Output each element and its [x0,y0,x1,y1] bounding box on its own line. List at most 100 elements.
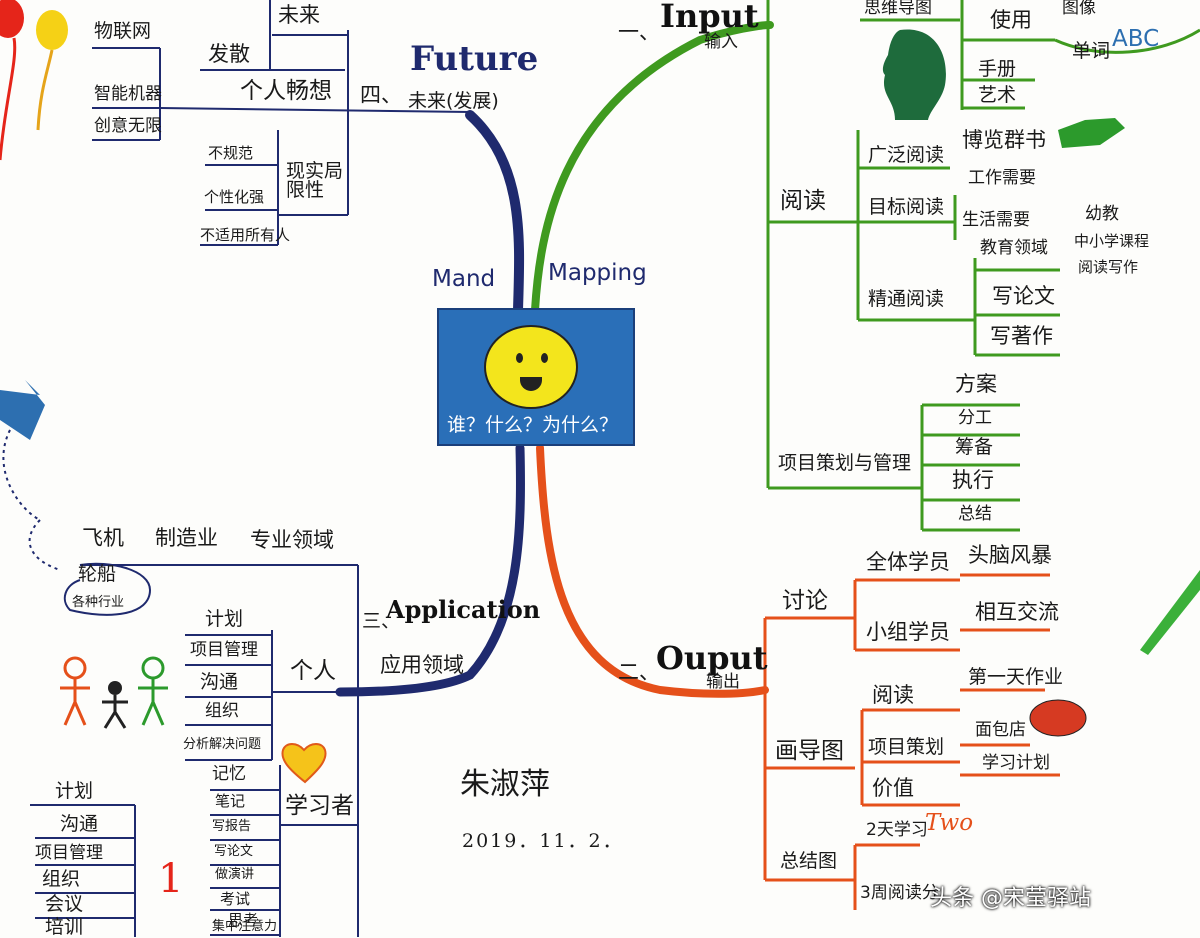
number-one-decoration: 1 [158,856,183,902]
center-title-right: Mapping [548,260,647,286]
input-top-4: ABC [1112,26,1160,52]
input-top-0: 思维导图 [864,0,932,18]
reading-item-0: 广泛阅读 [868,144,945,166]
future-item-creative: 创意无限 [94,116,162,136]
heart-icon [281,743,327,784]
pencil-icon [1140,570,1200,655]
app-personal-item-2: 沟通 [200,671,239,693]
input-reading-label: 阅读 [780,188,826,214]
reading-item-6: 教育领域 [980,238,1048,258]
summary-item-0: 2天学习 [866,820,928,840]
input-subtitle: 输入 [704,32,738,52]
reading-item-2: 目标阅读 [868,196,945,218]
reading-item-7: 幼教 [1085,204,1119,224]
center-question: 谁？什么？为什么？ [447,414,619,436]
project-item-1: 分工 [958,408,992,428]
center-node: 谁？什么？为什么？ [437,308,635,446]
discussion-item-1: 头脑风暴 [968,543,1052,567]
input-top-3: 单词 [1072,40,1111,62]
future-number: 四、 [360,83,402,107]
app-left-item-2: 项目管理 [35,843,103,863]
input-project-label: 项目策划与管理 [778,452,912,474]
future-reality-item-0: 不规范 [208,144,254,162]
output-branch-line [536,444,769,698]
drawing-item-1: 第一天作业 [968,666,1064,688]
app-professional-item-1: 飞机 [82,526,124,550]
watermark: 头条 @宋莹驿站 [930,886,1091,911]
summary-item-2: 3周阅读分 [860,883,939,903]
input-branch-line [531,21,774,314]
discussion-item-3: 相互交流 [975,600,1059,624]
reading-item-3: 工作需要 [968,168,1036,188]
future-item-iot: 物联网 [94,20,152,42]
future-reality-item-1: 个性化强 [204,188,265,206]
project-item-3: 执行 [952,468,994,492]
book-icon [1058,118,1125,148]
application-number: 三、 [362,610,401,632]
summary-item-1: Two [925,810,974,836]
input-title: Input [660,0,759,35]
discussion-item-0: 全体学员 [866,550,950,574]
drawing-item-0: 阅读 [872,683,914,707]
output-drawing-label: 画导图 [775,738,844,764]
app-learner-item-7: 集中注意力 [212,919,278,934]
app-left-item-3: 组织 [42,868,81,890]
future-subtitle: 未来(发展) [408,90,499,112]
app-learner-item-4: 做演讲 [215,867,255,882]
plane-icon [0,380,45,440]
project-item-2: 筹备 [955,436,994,458]
drawing-item-3: 面包店 [975,720,1026,740]
input-top-1: 使用 [990,8,1032,32]
future-reality-item-2: 不适用所有人 [200,226,291,244]
future-title: Future [410,39,539,79]
app-learner-item-3: 写论文 [214,844,254,859]
application-subtree [2,429,359,937]
drawing-item-4: 价值 [872,776,914,800]
app-personal-item-3: 组织 [205,701,239,721]
app-left-item-5: 培训 [45,916,84,938]
app-learner-item-1: 笔记 [215,792,246,810]
reading-item-11: 写著作 [990,324,1053,348]
people-illustration [60,656,168,729]
app-left-item-4: 会议 [45,893,84,915]
output-discussion-label: 讨论 [782,588,828,614]
app-professional-item-3: 各种行业 [72,595,125,610]
input-top-2: 图像 [1062,0,1096,18]
drawing-item-5: 学习计划 [982,753,1050,773]
reading-item-5: 精通阅读 [868,288,945,310]
balloons-illustration [0,0,68,161]
future-item-diverge: 发散 [208,42,250,66]
output-summary-label: 总结图 [780,850,838,872]
input-number: 一、 [618,20,660,44]
application-subtitle: 应用领域 [380,653,464,677]
center-title-left: Mand [432,266,496,292]
drawing-item-2: 项目策划 [868,736,945,758]
application-branch-line [335,443,525,697]
app-learner-item-6: 思考 [228,911,259,929]
output-subtree [763,573,1060,910]
app-learner-item-0: 记忆 [212,764,246,784]
project-item-4: 总结 [958,504,992,524]
app-learner-label: 学习者 [285,793,354,819]
app-professional-label: 专业领域 [250,528,334,552]
head-icon [882,29,946,121]
input-top-6: 艺术 [978,84,1017,106]
app-personal-item-4: 分析解决问题 [183,737,262,752]
future-subtree [92,0,471,246]
future-imagine-label: 个人畅想 [240,78,332,104]
reading-item-4: 生活需要 [962,210,1030,230]
reading-item-10: 写论文 [992,284,1055,308]
reading-item-9: 阅读写作 [1078,258,1139,276]
input-subtree [766,0,1200,532]
smiley-face-icon [484,325,578,409]
app-personal-label: 个人 [290,658,336,684]
input-top-5: 手册 [978,58,1017,80]
app-left-item-0: 计划 [55,780,94,802]
future-item-smart: 智能机器 [94,84,162,104]
author-signature: 朱淑萍 [460,767,550,802]
discussion-item-2: 小组学员 [866,620,950,644]
app-professional-item-2: 轮船 [78,563,117,585]
future-branch-line [465,110,525,315]
reading-item-1: 博览群书 [962,128,1046,152]
bread-icon [1029,699,1087,737]
